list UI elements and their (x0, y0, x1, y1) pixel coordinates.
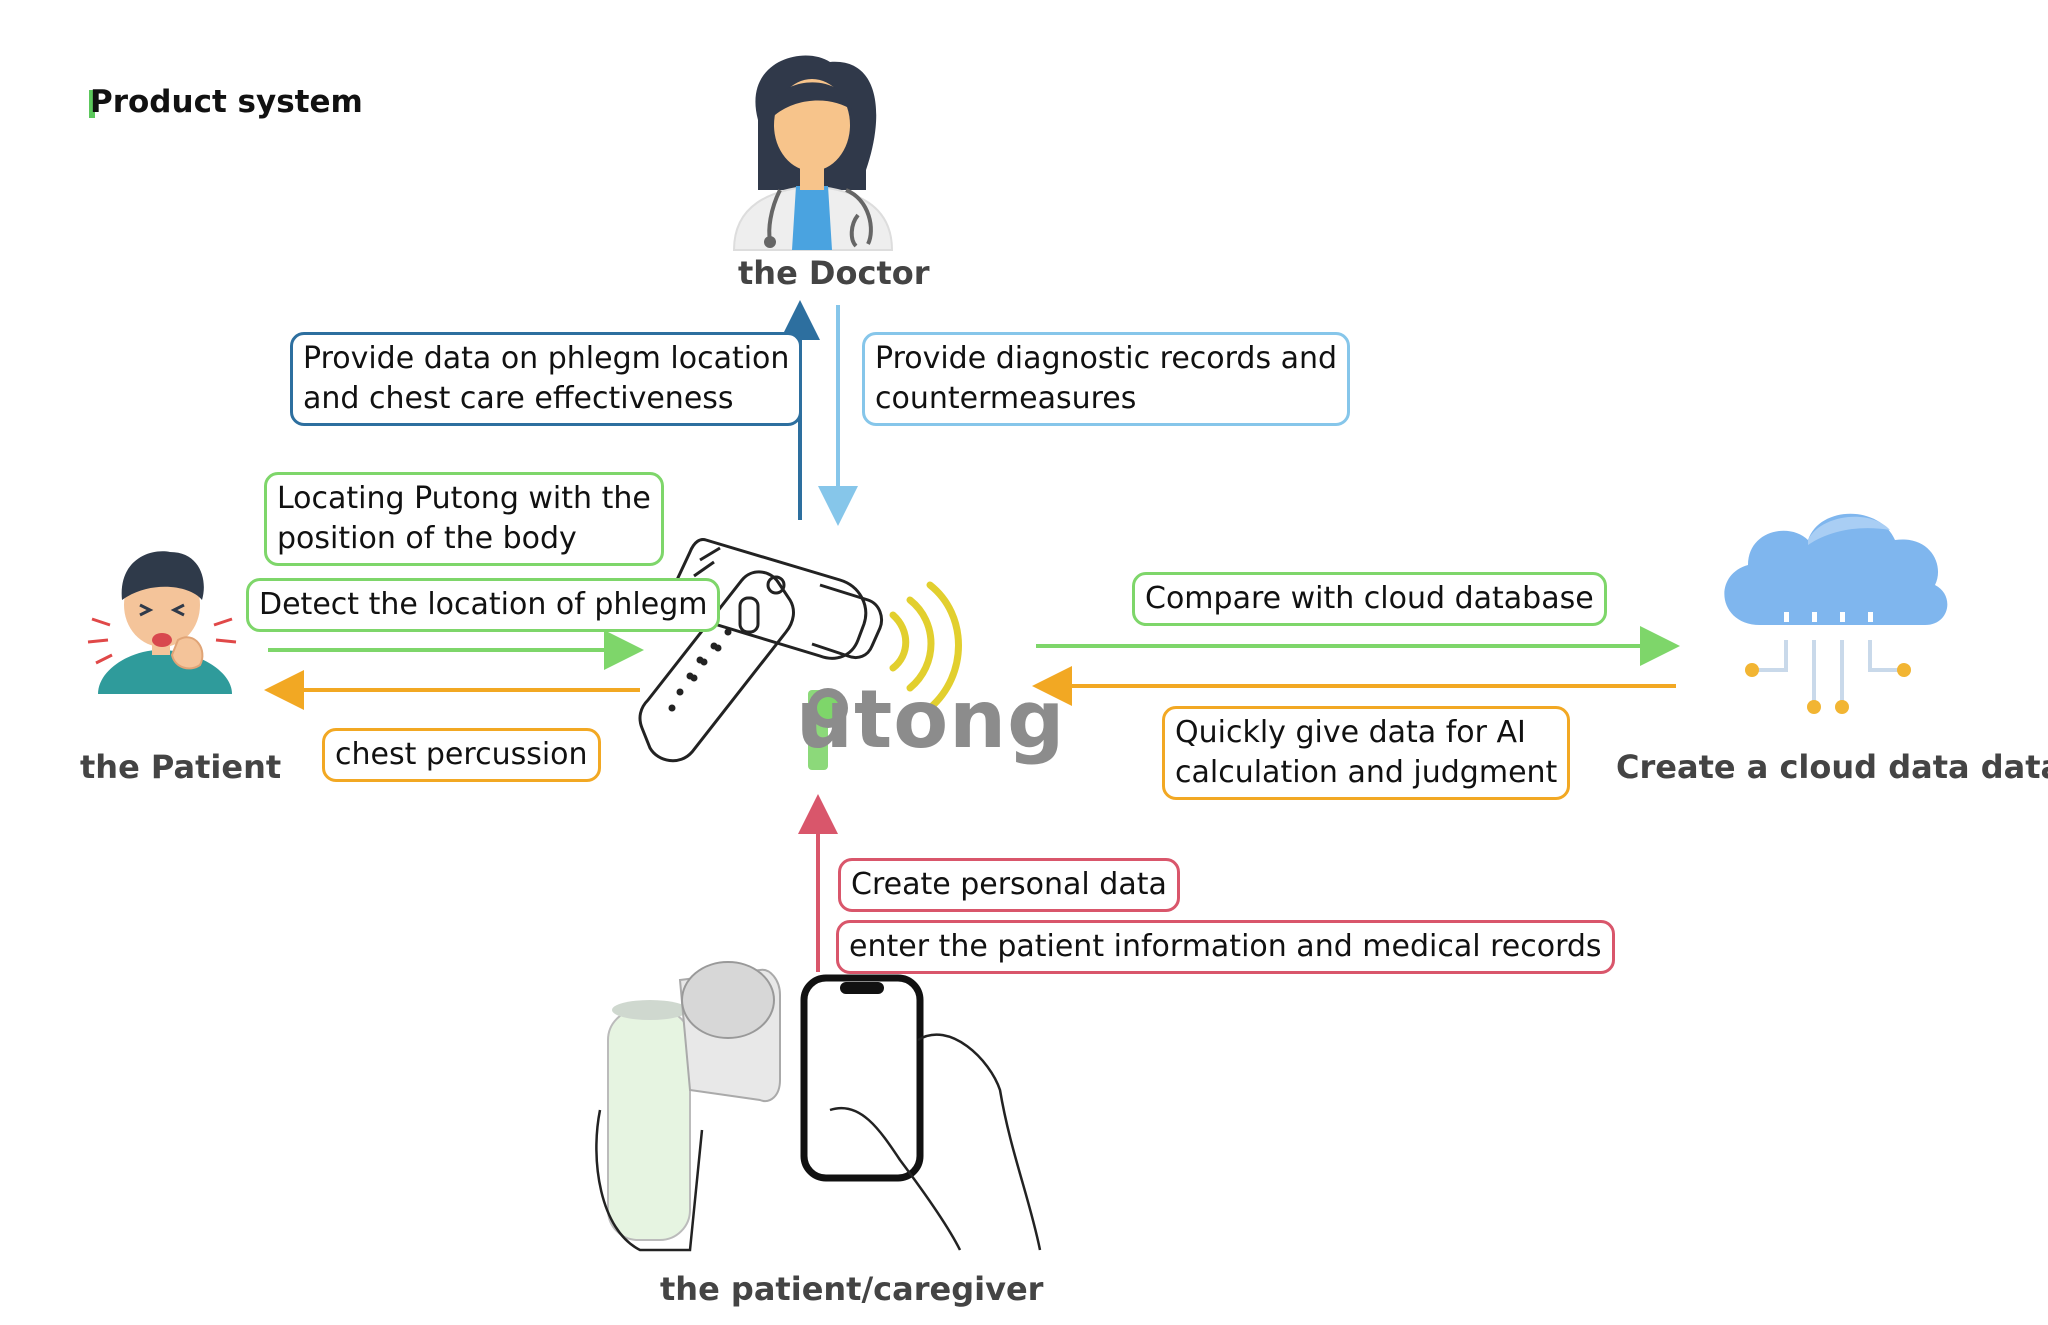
label-quickly-give: Quickly give data for AI calculation and… (1162, 706, 1571, 800)
doctor-avatar-icon (732, 55, 894, 251)
label-detect-phlegm: Detect the location of phlegm (246, 578, 721, 632)
putong-logo-text: utong (796, 673, 1066, 766)
label-provide-phlegm-data: Provide data on phlegm location and ches… (290, 332, 803, 426)
title-accent-bar (89, 90, 95, 118)
cloud-database-icon (1724, 513, 1948, 714)
label-compare-cloud: Compare with cloud database (1132, 572, 1607, 626)
caregiver-device-icon (595, 961, 781, 1252)
smartphone-icon (800, 974, 1042, 1251)
patient-label: the Patient (80, 748, 282, 786)
label-enter-patient-info: enter the patient information and medica… (836, 920, 1615, 974)
coughing-patient-icon (87, 551, 237, 694)
putong-logo-mark (808, 688, 848, 770)
label-create-personal: Create personal data (838, 858, 1180, 912)
cloud-label: Create a cloud data database (1616, 748, 2048, 786)
doctor-label: the Doctor (738, 254, 930, 292)
wireless-signal-icon (889, 581, 962, 712)
page-title: Product system (90, 84, 363, 120)
label-provide-diagnostic: Provide diagnostic records and counterme… (862, 332, 1351, 426)
caregiver-label: the patient/caregiver (660, 1270, 1044, 1308)
putong-device-icon (638, 538, 883, 763)
label-locating-putong: Locating Putong with the position of the… (264, 472, 664, 566)
label-chest-percussion: chest percussion (322, 728, 601, 782)
